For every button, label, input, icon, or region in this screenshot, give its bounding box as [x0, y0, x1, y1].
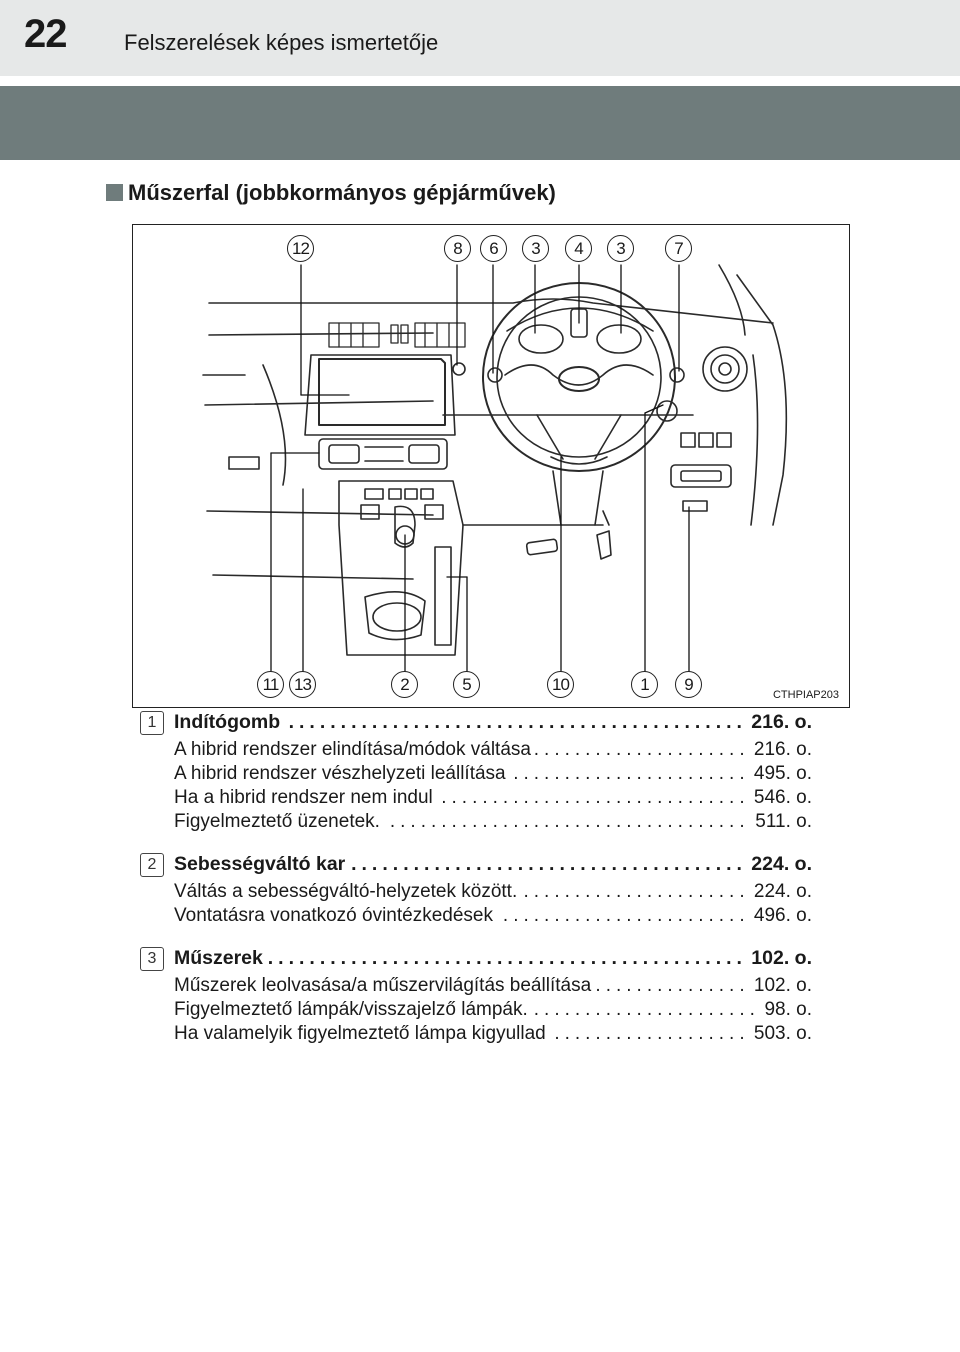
entry-title-row: ........................................…	[174, 945, 812, 971]
sub-entry-row: ........................................…	[174, 738, 812, 762]
entry-1: 1 ......................................…	[140, 706, 820, 834]
callout-8: 8	[444, 235, 471, 262]
figure-code: CTHPIAP203	[772, 689, 839, 701]
entry-title-row: ........................................…	[174, 851, 812, 877]
dashboard-drawing	[202, 264, 788, 672]
sub-entry-row: ........................................…	[174, 1022, 812, 1046]
callout-3-right: 3	[607, 235, 634, 262]
callout-13: 13	[289, 671, 316, 698]
sub-entry-label: Váltás a sebességváltó-helyzetek között.	[174, 881, 522, 902]
sub-entry-label: Ha a hibrid rendszer nem indul	[174, 787, 437, 808]
callout-4: 4	[565, 235, 592, 262]
page-header: 22 Felszerelések képes ismertetője	[0, 0, 960, 76]
section-marker-icon	[106, 184, 123, 201]
header-band	[0, 86, 960, 160]
sub-entry-row: ........................................…	[174, 974, 812, 998]
entry-3: 3 ......................................…	[140, 942, 820, 1046]
entry-number-badge: 1	[140, 711, 164, 735]
entry-number-badge: 3	[140, 947, 164, 971]
sub-entry-page: 503. o.	[749, 1022, 812, 1046]
section-title: Műszerfal (jobbkormányos gépjárművek)	[106, 180, 556, 206]
dashboard-illustration: 12 8 6 3 4 3 7 11 13 2 5 10 1 9 CTHPIAP2…	[132, 224, 850, 708]
entry-page: 224. o.	[747, 851, 812, 877]
entry-title: Sebességváltó kar	[174, 853, 350, 875]
sub-entry-label: Figyelmeztető lámpák/visszajelző lámpák.	[174, 999, 532, 1020]
entry-title: Műszerek	[174, 947, 267, 969]
callout-11: 11	[257, 671, 284, 698]
callout-10: 10	[547, 671, 574, 698]
sub-entry-page: 546. o.	[749, 786, 812, 810]
callout-5: 5	[453, 671, 480, 698]
callout-12: 12	[287, 235, 314, 262]
dot-leader: ........................................…	[174, 711, 812, 733]
sub-entry-page: 511. o.	[751, 810, 812, 834]
entry-title: Indítógomb	[174, 711, 285, 733]
callout-2: 2	[391, 671, 418, 698]
sub-entry-row: ........................................…	[174, 810, 812, 834]
sub-entry-label: A hibrid rendszer elindítása/módok váltá…	[174, 739, 535, 760]
sub-entry-page: 98. o.	[760, 998, 812, 1022]
sub-entry-page: 102. o.	[749, 974, 812, 998]
sub-entry-row: ........................................…	[174, 880, 812, 904]
sub-entry-row: ........................................…	[174, 904, 812, 928]
index-entries: 1 ......................................…	[140, 706, 820, 1060]
sub-entry-page: 216. o.	[749, 738, 812, 762]
sub-entry-label: Ha valamelyik figyelmeztető lámpa kigyul…	[174, 1023, 550, 1044]
sub-entry-label: Műszerek leolvasása/a műszervilágítás be…	[174, 975, 596, 996]
callout-3-left: 3	[522, 235, 549, 262]
sub-entry-row: ........................................…	[174, 998, 812, 1022]
sub-entry-page: 495. o.	[749, 762, 812, 786]
entry-title-row: ........................................…	[174, 709, 812, 735]
entry-2: 2 ......................................…	[140, 848, 820, 928]
sub-entry-row: ........................................…	[174, 762, 812, 786]
page-number: 22	[24, 12, 67, 56]
entry-number-badge: 2	[140, 853, 164, 877]
sub-entry-row: ........................................…	[174, 786, 812, 810]
section-title-text: Műszerfal (jobbkormányos gépjárművek)	[128, 180, 556, 205]
entry-page: 102. o.	[747, 945, 812, 971]
sub-entry-page: 496. o.	[749, 904, 812, 928]
callout-9: 9	[675, 671, 702, 698]
callout-7: 7	[665, 235, 692, 262]
sub-entry-page: 224. o.	[749, 880, 812, 904]
entry-page: 216. o.	[747, 709, 812, 735]
callout-6: 6	[480, 235, 507, 262]
dot-leader: ........................................…	[174, 947, 812, 969]
sub-entry-label: A hibrid rendszer vészhelyzeti leállítás…	[174, 763, 510, 784]
sub-entry-label: Vontatásra vonatkozó óvintézkedések	[174, 905, 497, 926]
callout-1: 1	[631, 671, 658, 698]
sub-entry-label: Figyelmeztető üzenetek.	[174, 811, 384, 832]
chapter-title: Felszerelések képes ismertetője	[124, 30, 439, 55]
